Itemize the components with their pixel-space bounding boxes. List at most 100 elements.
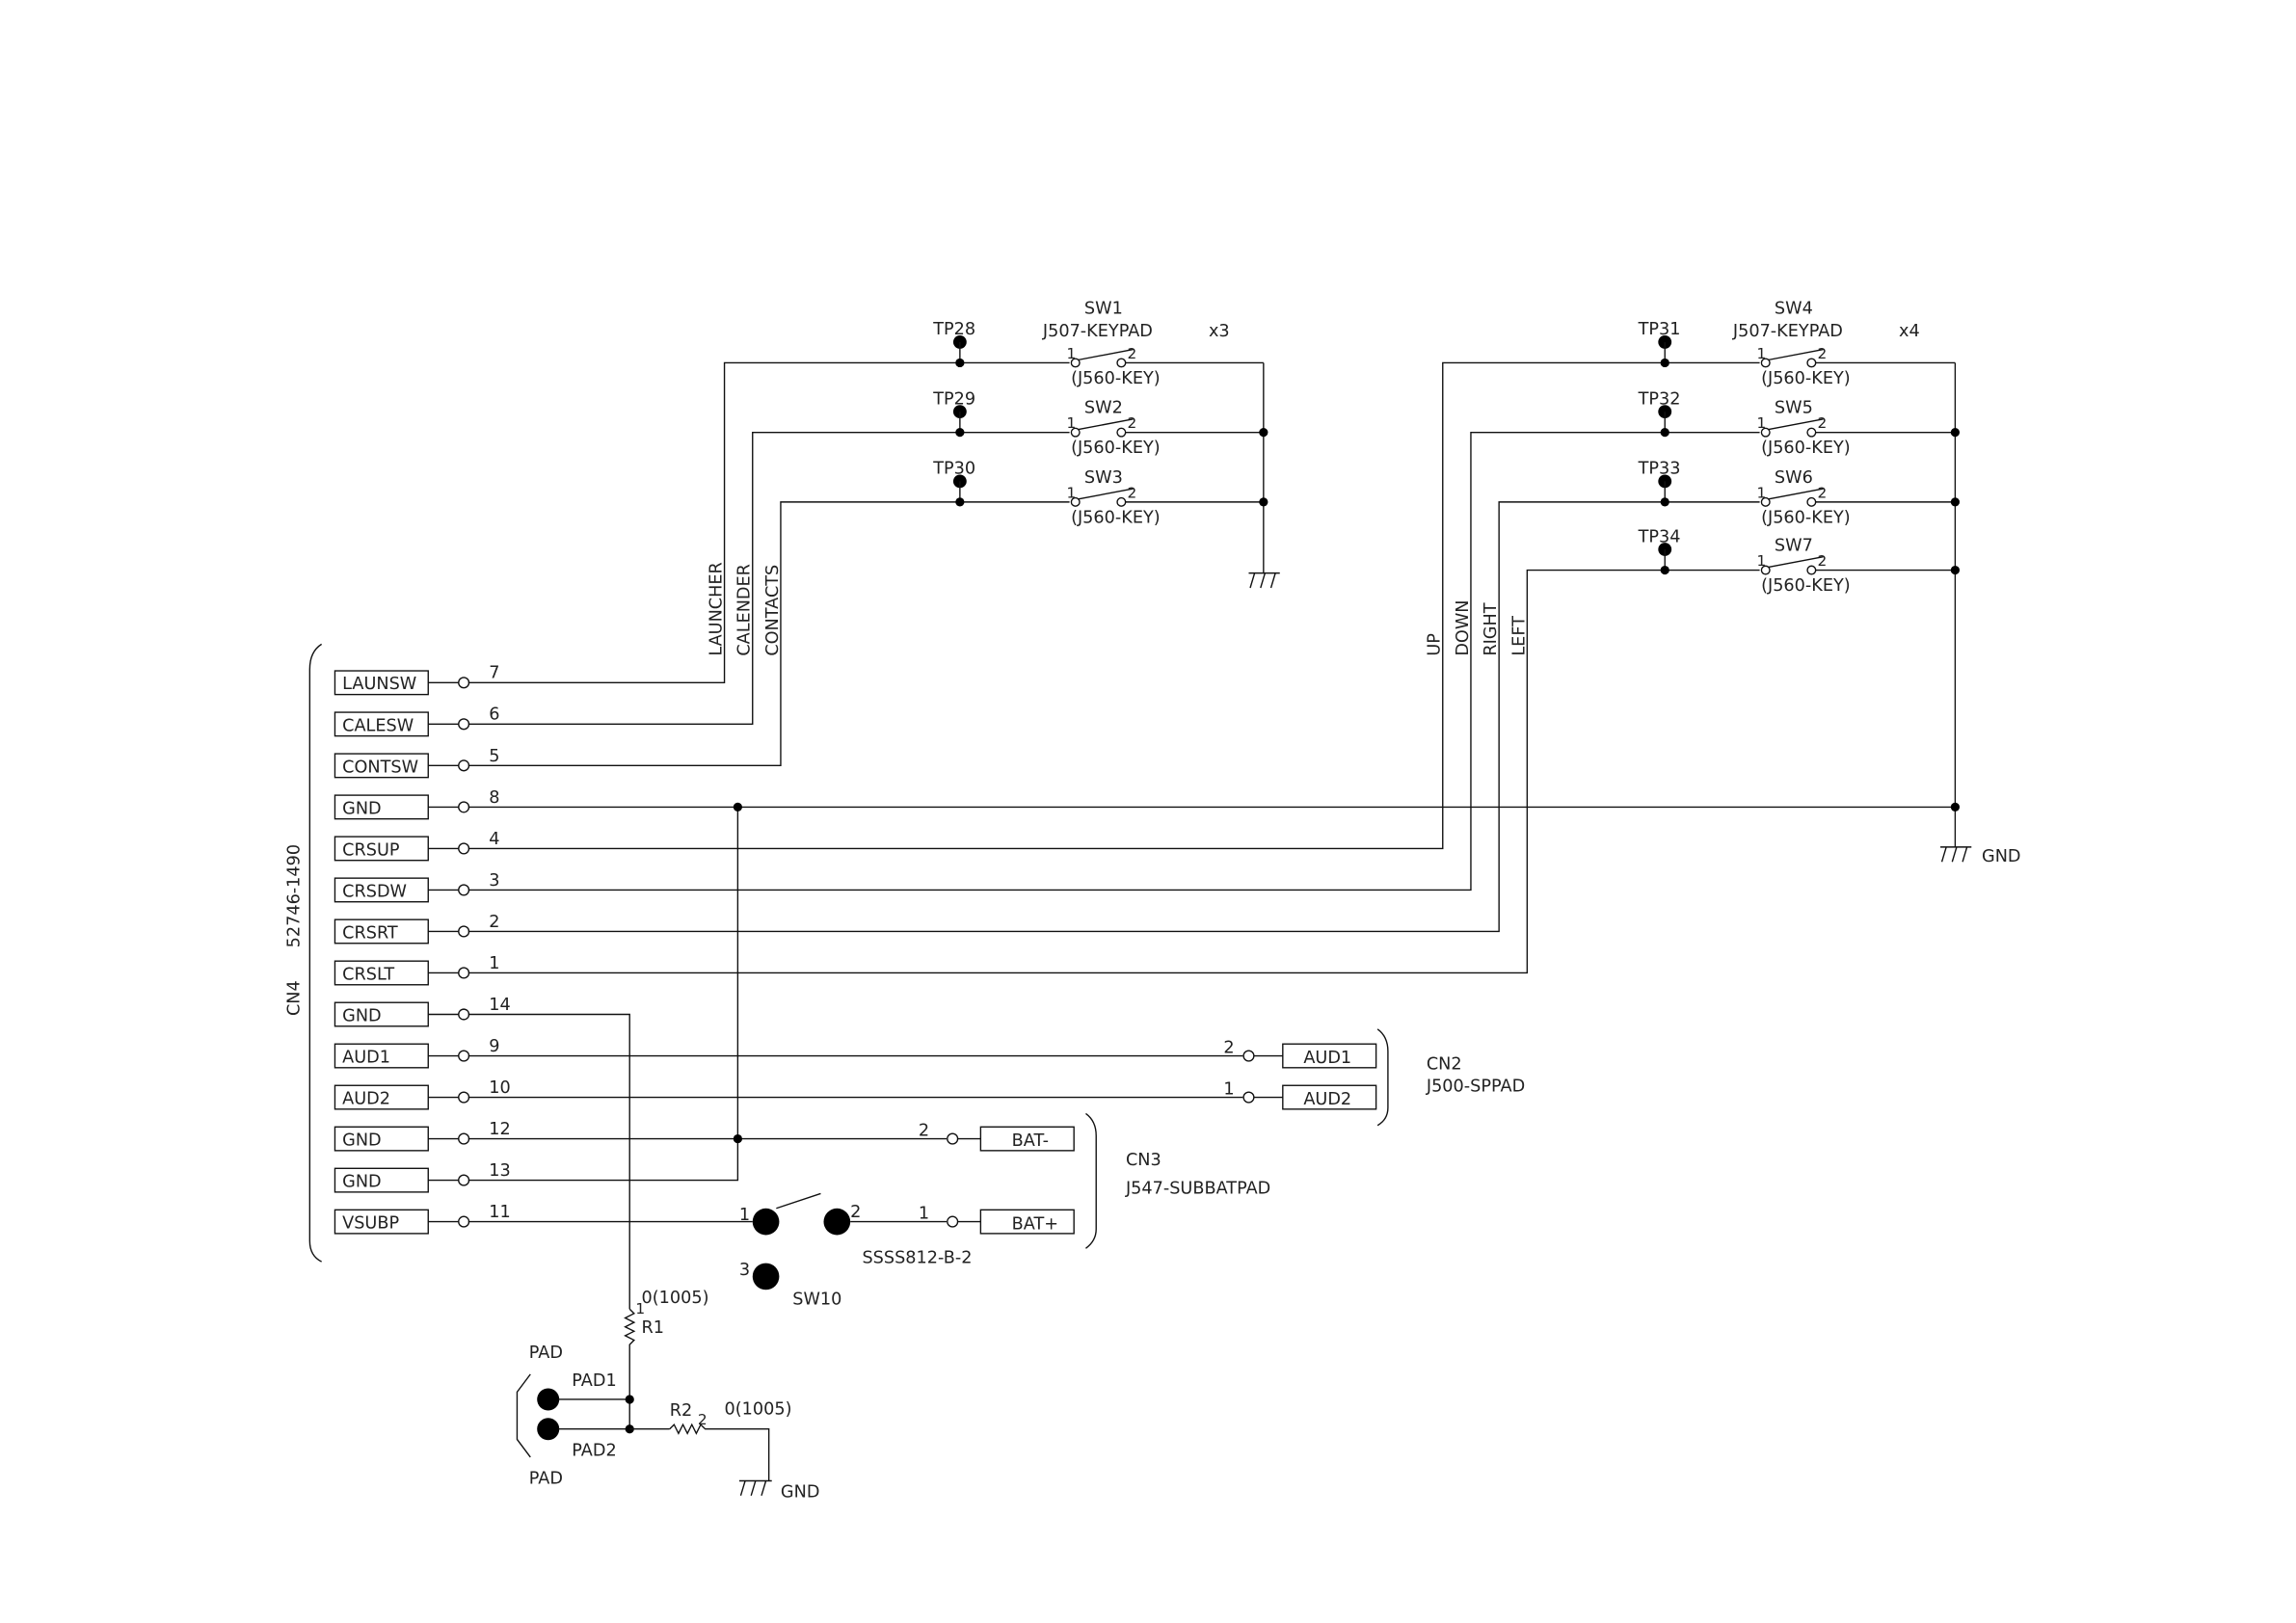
cn4-pin-label: AUD1 — [342, 1048, 390, 1067]
switch-pin-1-number: 1 — [1757, 552, 1767, 570]
sw10-pin-1-number: 1 — [739, 1206, 750, 1225]
cn4-pin-terminal — [458, 925, 470, 938]
switch-key-part: (J560-KEY) — [1071, 439, 1161, 458]
ground-stroke — [1260, 572, 1267, 589]
junction-dot — [1950, 428, 1960, 438]
wire-crsdw — [467, 431, 1760, 891]
switch-contact-2 — [1806, 496, 1817, 507]
switch-lever — [1078, 348, 1134, 361]
switch-contact-1 — [1760, 496, 1771, 507]
switch-contact-2 — [1806, 427, 1817, 438]
switch-ref: SW1 — [1084, 300, 1123, 319]
net-label-up: UP — [1426, 633, 1445, 656]
r1-value: 0(1005) — [642, 1289, 709, 1308]
cn4-pin-terminal — [458, 884, 470, 896]
switch-pin-1-number: 1 — [1757, 484, 1767, 501]
net-label-launcher: LAUNCHER — [707, 562, 726, 655]
cn4-pin-box — [334, 794, 429, 820]
cn4-pin-number: 13 — [489, 1161, 510, 1181]
switch-contact-1 — [1070, 496, 1081, 507]
cn3-ref: CN3 — [1126, 1151, 1161, 1170]
cn3-pin-terminal — [947, 1132, 959, 1145]
switch-ref: SW7 — [1775, 537, 1813, 556]
cn4-pin-terminal — [458, 1091, 470, 1104]
switch-contact-1 — [1760, 427, 1771, 438]
cn4-pin-box — [334, 1084, 429, 1110]
cn3-pin-box — [979, 1209, 1075, 1235]
cn3-pin-number: 2 — [919, 1121, 929, 1140]
switch-lever — [1768, 348, 1824, 361]
pad2-label: PAD2 — [572, 1441, 616, 1460]
cn4-pin-label: VSUBP — [342, 1214, 399, 1234]
switch-key-part: (J560-KEY) — [1071, 508, 1161, 527]
cn4-pin-number: 5 — [489, 747, 499, 766]
cn3-bracket — [1085, 1112, 1097, 1249]
junction-dot — [625, 1395, 634, 1404]
cn4-pin-number: 9 — [489, 1037, 499, 1056]
test-point-label: TP30 — [932, 460, 975, 479]
switch-lever — [1768, 488, 1824, 500]
keypad-quantity: x3 — [1209, 322, 1230, 341]
cn3-pin-label: BAT+ — [1012, 1214, 1058, 1234]
switch-contact-1 — [1070, 358, 1081, 368]
cn2-pin-number: 1 — [1223, 1079, 1234, 1099]
cn2-ref: CN2 — [1427, 1054, 1462, 1074]
junction-dot — [1950, 565, 1960, 575]
junction-dot — [1950, 802, 1960, 812]
cn4-pin-label: CRSRT — [342, 923, 398, 943]
cn4-pin-label: CRSLT — [342, 965, 394, 984]
cn4-ref: CN4 — [285, 980, 305, 1016]
junction-dot — [955, 497, 965, 507]
test-point-label: TP28 — [932, 320, 975, 339]
cn4-pin-box — [334, 670, 429, 696]
cn2-pin-box — [1282, 1084, 1377, 1110]
cn3-pin-label: BAT- — [1012, 1131, 1049, 1151]
cn4-pin-box — [334, 753, 429, 779]
switch-key-part: (J560-KEY) — [1761, 576, 1851, 596]
switch-pin-1-number: 1 — [1066, 414, 1076, 432]
switch-pin-1-number: 1 — [1757, 414, 1767, 432]
switch-contact-2 — [1116, 358, 1127, 368]
cn4-pin-number: 6 — [489, 705, 499, 725]
sw10-pin-2-pad — [823, 1208, 851, 1236]
wire-crslt — [467, 569, 1760, 974]
cn4-pin-label: GND — [342, 1173, 382, 1192]
cn3-pin-number: 1 — [919, 1205, 929, 1224]
cn2-pin-label: AUD2 — [1303, 1090, 1351, 1109]
r2-body — [669, 1423, 770, 1481]
pad-bottom-label: PAD — [529, 1470, 563, 1489]
resistor-r2: R2 2 0(1005) GND — [629, 1399, 819, 1502]
sw10-lever — [776, 1192, 821, 1210]
switch-ref: SW4 — [1775, 300, 1813, 319]
cn4-pin-row: VSUBP 11 — [334, 1203, 511, 1235]
ground-stroke — [750, 1480, 757, 1497]
cn4-pin-label: LAUNSW — [342, 675, 416, 694]
cn2-pin-terminal — [1242, 1091, 1255, 1104]
cn4-pin-number: 11 — [489, 1203, 510, 1222]
cn4-pin-number: 3 — [489, 871, 499, 891]
cn3-part-number: J547-SUBBATPAD — [1125, 1179, 1270, 1198]
switch-pin-2-number: 2 — [1817, 345, 1827, 362]
junction-dot — [1259, 497, 1268, 507]
wire-calesw — [467, 431, 1070, 726]
ground-stroke — [761, 1480, 767, 1497]
test-point-label: TP29 — [932, 389, 975, 409]
cn4-pin-label: AUD2 — [342, 1089, 390, 1108]
ground-symbol-keypad-a — [1248, 572, 1280, 589]
switch-contact-2 — [1116, 496, 1127, 507]
cn4-pin-label: GND — [342, 799, 382, 818]
cn4-pin-number: 12 — [489, 1120, 510, 1139]
cn4-pin-number: 14 — [489, 996, 510, 1015]
switch-contact-1 — [1760, 565, 1771, 575]
net-label-calender: CALENDER — [735, 564, 755, 656]
cn4-pin-box — [334, 1043, 429, 1069]
cn4-pin-number: 10 — [489, 1078, 510, 1098]
ground-stroke — [1269, 572, 1276, 589]
